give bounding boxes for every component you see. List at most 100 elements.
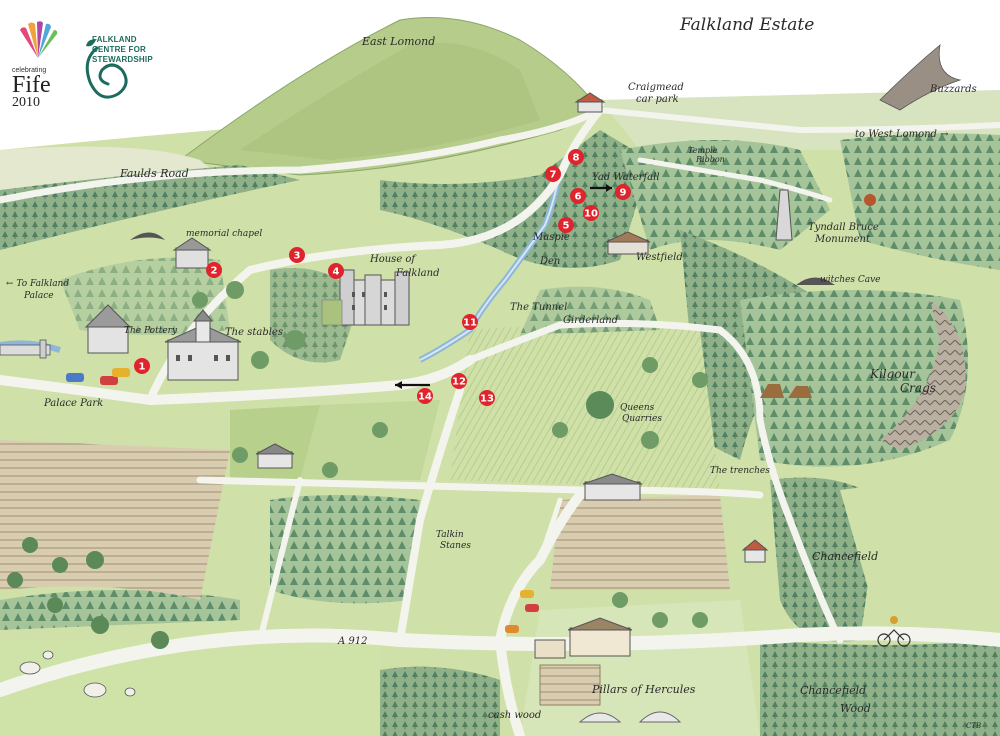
- spiral-icon: [85, 46, 128, 99]
- fife-logo-year: 2010: [12, 95, 40, 110]
- svg-text:11: 11: [463, 318, 477, 329]
- svg-text:6: 6: [575, 192, 582, 203]
- label-monument: Monument: [814, 234, 871, 245]
- forest-temple: [620, 140, 830, 250]
- svg-text:14: 14: [418, 392, 432, 403]
- deer: [760, 384, 812, 398]
- svg-text:7: 7: [550, 170, 557, 181]
- label-a912: A 912: [337, 636, 368, 647]
- label-den: Den: [539, 256, 560, 267]
- buildings: [0, 92, 835, 723]
- marker-14[interactable]: 14: [417, 388, 433, 404]
- label-east-lomond: East Lomond: [361, 35, 435, 48]
- maspie-burn-highlight: [419, 169, 561, 361]
- label-tyndall-bruce: Tyndall Bruce: [808, 222, 879, 233]
- fife-logo-big-text: Fife: [12, 72, 51, 98]
- label-temple: Temple: [688, 146, 718, 155]
- bird-illustration: [130, 232, 165, 240]
- chancefield-wood: [760, 640, 1000, 736]
- label-palace: Palace: [23, 291, 54, 301]
- label-craigmead: Craigmead: [628, 82, 684, 93]
- route-arrow-14-head: [395, 381, 402, 389]
- marker-12[interactable]: 12: [451, 373, 467, 389]
- marker-5[interactable]: 5: [558, 217, 574, 233]
- road-farm: [537, 497, 563, 563]
- farm-buildings: [255, 92, 769, 563]
- kilgour-crags-rock: [880, 300, 966, 450]
- label-house-of: House of: [369, 254, 417, 265]
- road-east-loop: [466, 319, 844, 644]
- road-central-south: [396, 386, 464, 644]
- marker-11[interactable]: 11: [462, 314, 478, 330]
- witches-cave-entrance: [796, 277, 835, 285]
- label-car-park: car park: [636, 94, 679, 105]
- label-memorial-chapel: memorial chapel: [186, 229, 262, 239]
- car-park-cars: [66, 368, 539, 633]
- marker-9[interactable]: 9: [615, 184, 631, 200]
- forest-maspie: [380, 130, 650, 268]
- the-stables-building: [164, 309, 242, 381]
- label-faulds-road: Faulds Road: [119, 167, 189, 180]
- label-crags: Crags: [900, 381, 936, 395]
- ploughed-field-south: [550, 495, 730, 590]
- svg-text:13: 13: [480, 394, 494, 405]
- road-palace-park: [0, 355, 475, 406]
- svg-text:8: 8: [573, 153, 580, 164]
- marker-4[interactable]: 4: [328, 263, 344, 279]
- red-squirrel-illustration: [864, 194, 876, 206]
- leaf-icon: [86, 39, 96, 47]
- forest-talkin: [270, 495, 420, 604]
- label-to-west-lomond: to West Lomond →: [855, 129, 949, 140]
- label-talkin: Talkin: [436, 530, 464, 540]
- falkland-logo-line-1: FALKLAND: [92, 35, 137, 44]
- ploughed-field-west: [0, 440, 230, 600]
- marker-3[interactable]: 3: [289, 247, 305, 263]
- buzzard-illustration: [879, 44, 962, 111]
- label-pillars-of-hercules: Pillars of Hercules: [591, 683, 696, 696]
- celebrating-fife-logo: celebrating Fife 2010: [12, 21, 58, 110]
- marker-1[interactable]: 1: [134, 358, 150, 374]
- marker-2[interactable]: 2: [206, 262, 222, 278]
- label-buzzards: Buzzards: [929, 84, 977, 95]
- field-arena: [300, 400, 440, 480]
- label-yad-waterfall: Yad Waterfall: [592, 172, 660, 183]
- road-faulds: [0, 106, 604, 204]
- svg-text:12: 12: [452, 377, 466, 388]
- scattered-trees: [7, 281, 708, 649]
- fife-logo-small-text: celebrating: [12, 67, 46, 74]
- svg-text:10: 10: [584, 209, 598, 220]
- marker-6[interactable]: 6: [570, 188, 586, 204]
- marker-8[interactable]: 8: [568, 149, 584, 165]
- label-the-stables: The stables: [225, 327, 283, 338]
- label-maspie: Maspie: [532, 232, 570, 243]
- place-labels: Falkland Estate East Lomond Craigmead ca…: [6, 15, 981, 730]
- svg-text:1: 1: [139, 362, 146, 373]
- road-crossfield: [196, 476, 764, 499]
- marker-13[interactable]: 13: [479, 390, 495, 406]
- label-falkland: Falkland: [395, 268, 439, 279]
- hill-shading: [240, 42, 540, 160]
- field-southwest: [0, 640, 380, 736]
- house-of-falkland: [321, 269, 410, 326]
- label-temple-ribbon: Ribbon: [695, 155, 725, 164]
- memorial-chapel-building: [172, 237, 212, 269]
- palace-water: [0, 340, 61, 353]
- forest-east: [840, 133, 1000, 270]
- road-west-lomond: [597, 107, 1000, 134]
- label-wood: Wood: [840, 702, 871, 715]
- label-the-tunnel: The Tunnel: [510, 302, 567, 313]
- svg-text:5: 5: [563, 221, 570, 232]
- route-arrow-9-head: [606, 184, 612, 192]
- marker-10[interactable]: 10: [583, 205, 599, 221]
- tyndall-bruce-monument: [775, 189, 793, 241]
- field-bowl: [230, 405, 320, 480]
- label-quarries: Quarries: [622, 414, 662, 424]
- fife-fan-icon: [20, 21, 58, 58]
- falkland-logo-line-2: CENTRE FOR: [92, 45, 146, 54]
- field-southeast: [840, 470, 1000, 630]
- label-witches-cave: witches Cave: [820, 275, 881, 285]
- label-cash-wood: cash wood: [488, 710, 541, 721]
- map-title: Falkland Estate: [679, 15, 814, 35]
- marker-7[interactable]: 7: [545, 166, 561, 182]
- svg-text:9: 9: [620, 188, 627, 199]
